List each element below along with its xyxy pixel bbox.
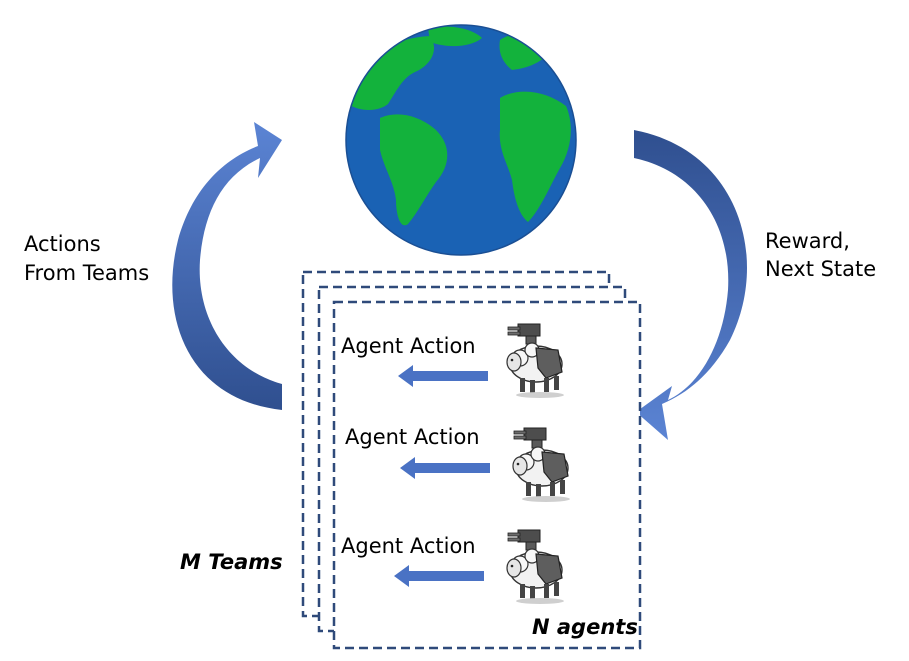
agent-action-arrow <box>398 365 488 387</box>
agents-label: N agents <box>532 615 638 639</box>
teams-label: M Teams <box>180 550 283 574</box>
actions-label-line1: Actions <box>24 232 101 256</box>
reward-label-line2: Next State <box>765 257 876 281</box>
agent-action-label: Agent Action <box>345 425 480 449</box>
agent-action-label: Agent Action <box>341 334 476 358</box>
globe-icon <box>345 24 577 256</box>
agent-action-arrow <box>394 565 484 587</box>
actions-label-line2: From Teams <box>24 261 149 285</box>
agent-row: Agent Action <box>345 425 571 503</box>
actions-arrow <box>172 122 282 410</box>
agent-action-label: Agent Action <box>341 534 476 558</box>
agent-action-arrow <box>400 457 490 479</box>
reward-label-line1: Reward, <box>765 229 850 253</box>
team-frame-front <box>332 300 642 650</box>
reward-arrow <box>634 130 748 440</box>
agent-row: Agent Action <box>341 529 565 605</box>
agent-row: Agent Action <box>341 323 565 399</box>
